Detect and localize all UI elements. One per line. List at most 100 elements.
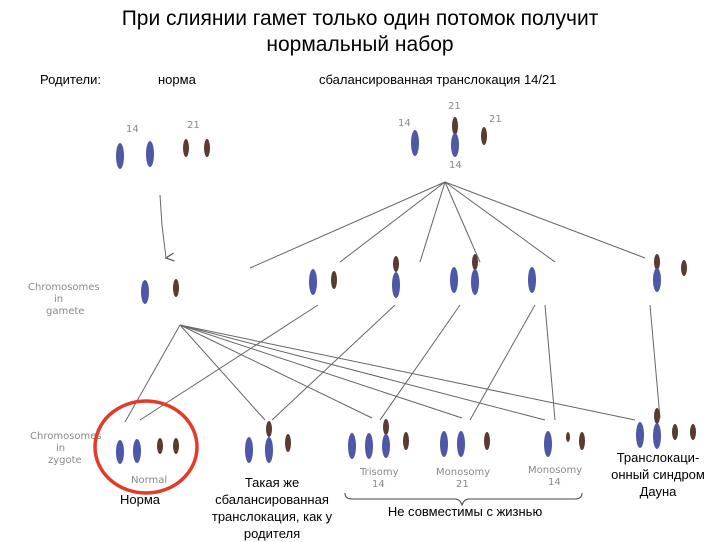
chromosome-14: [440, 431, 448, 457]
zygote-down-syndrome-chromosomes: [636, 408, 696, 449]
chromosome-14: [365, 433, 373, 459]
chromosome-21: [173, 279, 179, 297]
zygote-label-trisomy-14: Trisomy 14: [360, 467, 399, 491]
fan-line-5: [444, 181, 556, 263]
normal-parent-chromosomes: [116, 139, 210, 169]
normal-gamete-chromosomes: [141, 279, 179, 304]
translocation-chromosome-14-part: [382, 434, 390, 458]
zygote-label-trisomy-number: 14: [372, 479, 385, 490]
gamete-to-zygote-6: [179, 324, 636, 421]
carrier-translocation-chr21-number: 21: [448, 101, 461, 112]
chromosomes: [116, 117, 696, 464]
zygote-normal-chromosomes: [116, 438, 179, 464]
translocation-chromosome-21-part: [654, 254, 660, 270]
chromosome-14: [544, 431, 552, 457]
zygote-monosomy-21-chromosomes: [440, 431, 490, 457]
zygote-label-normal: Normal: [131, 475, 168, 486]
chromosome-14: [309, 269, 317, 295]
normal-parent-label: норма: [158, 72, 196, 87]
slide-title-line-1: При слиянии гамет только один потомок по…: [121, 7, 599, 30]
chromosome-21: [173, 438, 179, 454]
row-label-gamete-line-2: in: [54, 294, 64, 305]
zygote-label-monosomy-14-text: Monosomy: [528, 465, 583, 476]
row-label-gamete-line-3: gamete: [46, 306, 85, 317]
translocation-chromosome-14-part: [392, 272, 400, 298]
carrier-chr14-number: 14: [398, 118, 411, 129]
zygote-trisomy-14-chromosomes: [348, 419, 409, 459]
carrier-gamete-to-zygote-2: [271, 304, 396, 421]
zygote-monosomy-14-chromosomes: [544, 431, 585, 457]
zygote-label-monosomy-14: Monosomy 14: [528, 465, 582, 489]
translocation-chromosome-14-part: [653, 423, 661, 449]
incompatible-brace: [344, 492, 583, 507]
zygote-label-monosomy-21: Monosomy 21: [436, 467, 490, 491]
carrier-gametes-chromosomes: [309, 254, 687, 298]
chromosome-14: [528, 267, 536, 293]
chromosome-14: [146, 141, 154, 167]
chromosome-21: [681, 260, 687, 276]
chromosome-21: [690, 424, 696, 440]
chromosome-21: [157, 438, 163, 454]
chromosome-21: [566, 432, 570, 442]
carrier-gamete-to-zygote-3: [379, 304, 461, 421]
translocation-chromosome-14-part: [265, 437, 273, 463]
chromosome-21: [183, 139, 189, 157]
translocation-chromosome-14-part: [653, 268, 661, 292]
row-label-zygote: Chromosomes in zygote: [30, 431, 102, 467]
zygote-label-monosomy-14-number: 14: [548, 477, 561, 488]
gamete-to-zygote-2: [179, 324, 266, 421]
zygote-label-monosomy-21-text: Monosomy: [436, 467, 491, 478]
caption-balanced-translocation: Такая же сбалансированная транслокация, …: [211, 475, 333, 541]
chromosome-14: [636, 422, 644, 448]
fan-line-2: [339, 181, 446, 263]
translocation-chromosome-21-part: [266, 421, 272, 437]
highlight-circle: [93, 399, 199, 495]
row-label-gamete-line-1: Chromosomes: [28, 282, 100, 293]
parents-label: Родители:: [40, 72, 101, 87]
gamete-to-zygote-3: [179, 324, 373, 419]
translocation-chromosome-21-part: [472, 254, 478, 270]
chromosome-14: [116, 143, 124, 169]
carrier-gamete-to-zygote-4: [469, 304, 536, 421]
translocation-chromosome-21-part: [452, 117, 458, 135]
carrier-parent-chromosomes: [411, 117, 487, 157]
chromosome-21: [484, 432, 490, 450]
translocation-chromosome-21-part: [383, 419, 389, 435]
gamete-to-zygote-4: [179, 324, 463, 419]
gamete-to-zygote-1: [124, 324, 181, 423]
fan-line-6: [444, 181, 646, 259]
chromosome-14: [133, 439, 141, 463]
gamete-to-zygote-5: [179, 324, 546, 421]
chromosome-14: [348, 433, 356, 459]
row-label-zygote-line-1: Chromosomes: [30, 431, 102, 442]
chromosome-14: [450, 267, 458, 293]
connection-lines: [124, 181, 661, 423]
carrier-chr21-number: 21: [489, 114, 502, 125]
carrier-parent-label: сбалансированная транслокация 14/21: [319, 72, 557, 87]
caption-incompatible-with-life: Не совместимы с жизнью: [387, 504, 543, 519]
normal-parent-chr14-number: 14: [126, 124, 139, 135]
row-label-gamete: Chromosomes in gamete: [28, 282, 100, 318]
zygote-balanced-chromosomes: [245, 421, 291, 463]
carrier-gamete-to-zygote-1: [139, 304, 319, 421]
slide-title-line-2: нормальный набор: [266, 33, 454, 56]
carrier-gamete-to-zygote-5: [544, 304, 556, 421]
chromosome-14: [411, 130, 419, 156]
chromosome-21: [204, 139, 210, 157]
chromosome-21: [579, 432, 585, 450]
chromosome-14: [141, 280, 149, 304]
slide-title: При слиянии гамет только один потомок по…: [0, 6, 720, 58]
chromosome-14: [457, 431, 465, 457]
zygote-label-trisomy-text: Trisomy: [360, 467, 399, 478]
row-label-zygote-line-2: in: [56, 443, 66, 454]
fan-line-3: [419, 181, 446, 263]
zygote-label-monosomy-21-number: 21: [456, 479, 469, 490]
chromosome-21: [285, 434, 291, 452]
fan-line-1: [249, 181, 446, 269]
chromosome-21: [672, 424, 678, 440]
carrier-translocation-chr14-number: 14: [449, 160, 462, 171]
chromosome-14: [245, 437, 253, 463]
carrier-gamete-to-zygote-6: [649, 304, 661, 419]
caption-down-syndrome: Транслокаци-онный синдром Дауна: [611, 450, 705, 499]
